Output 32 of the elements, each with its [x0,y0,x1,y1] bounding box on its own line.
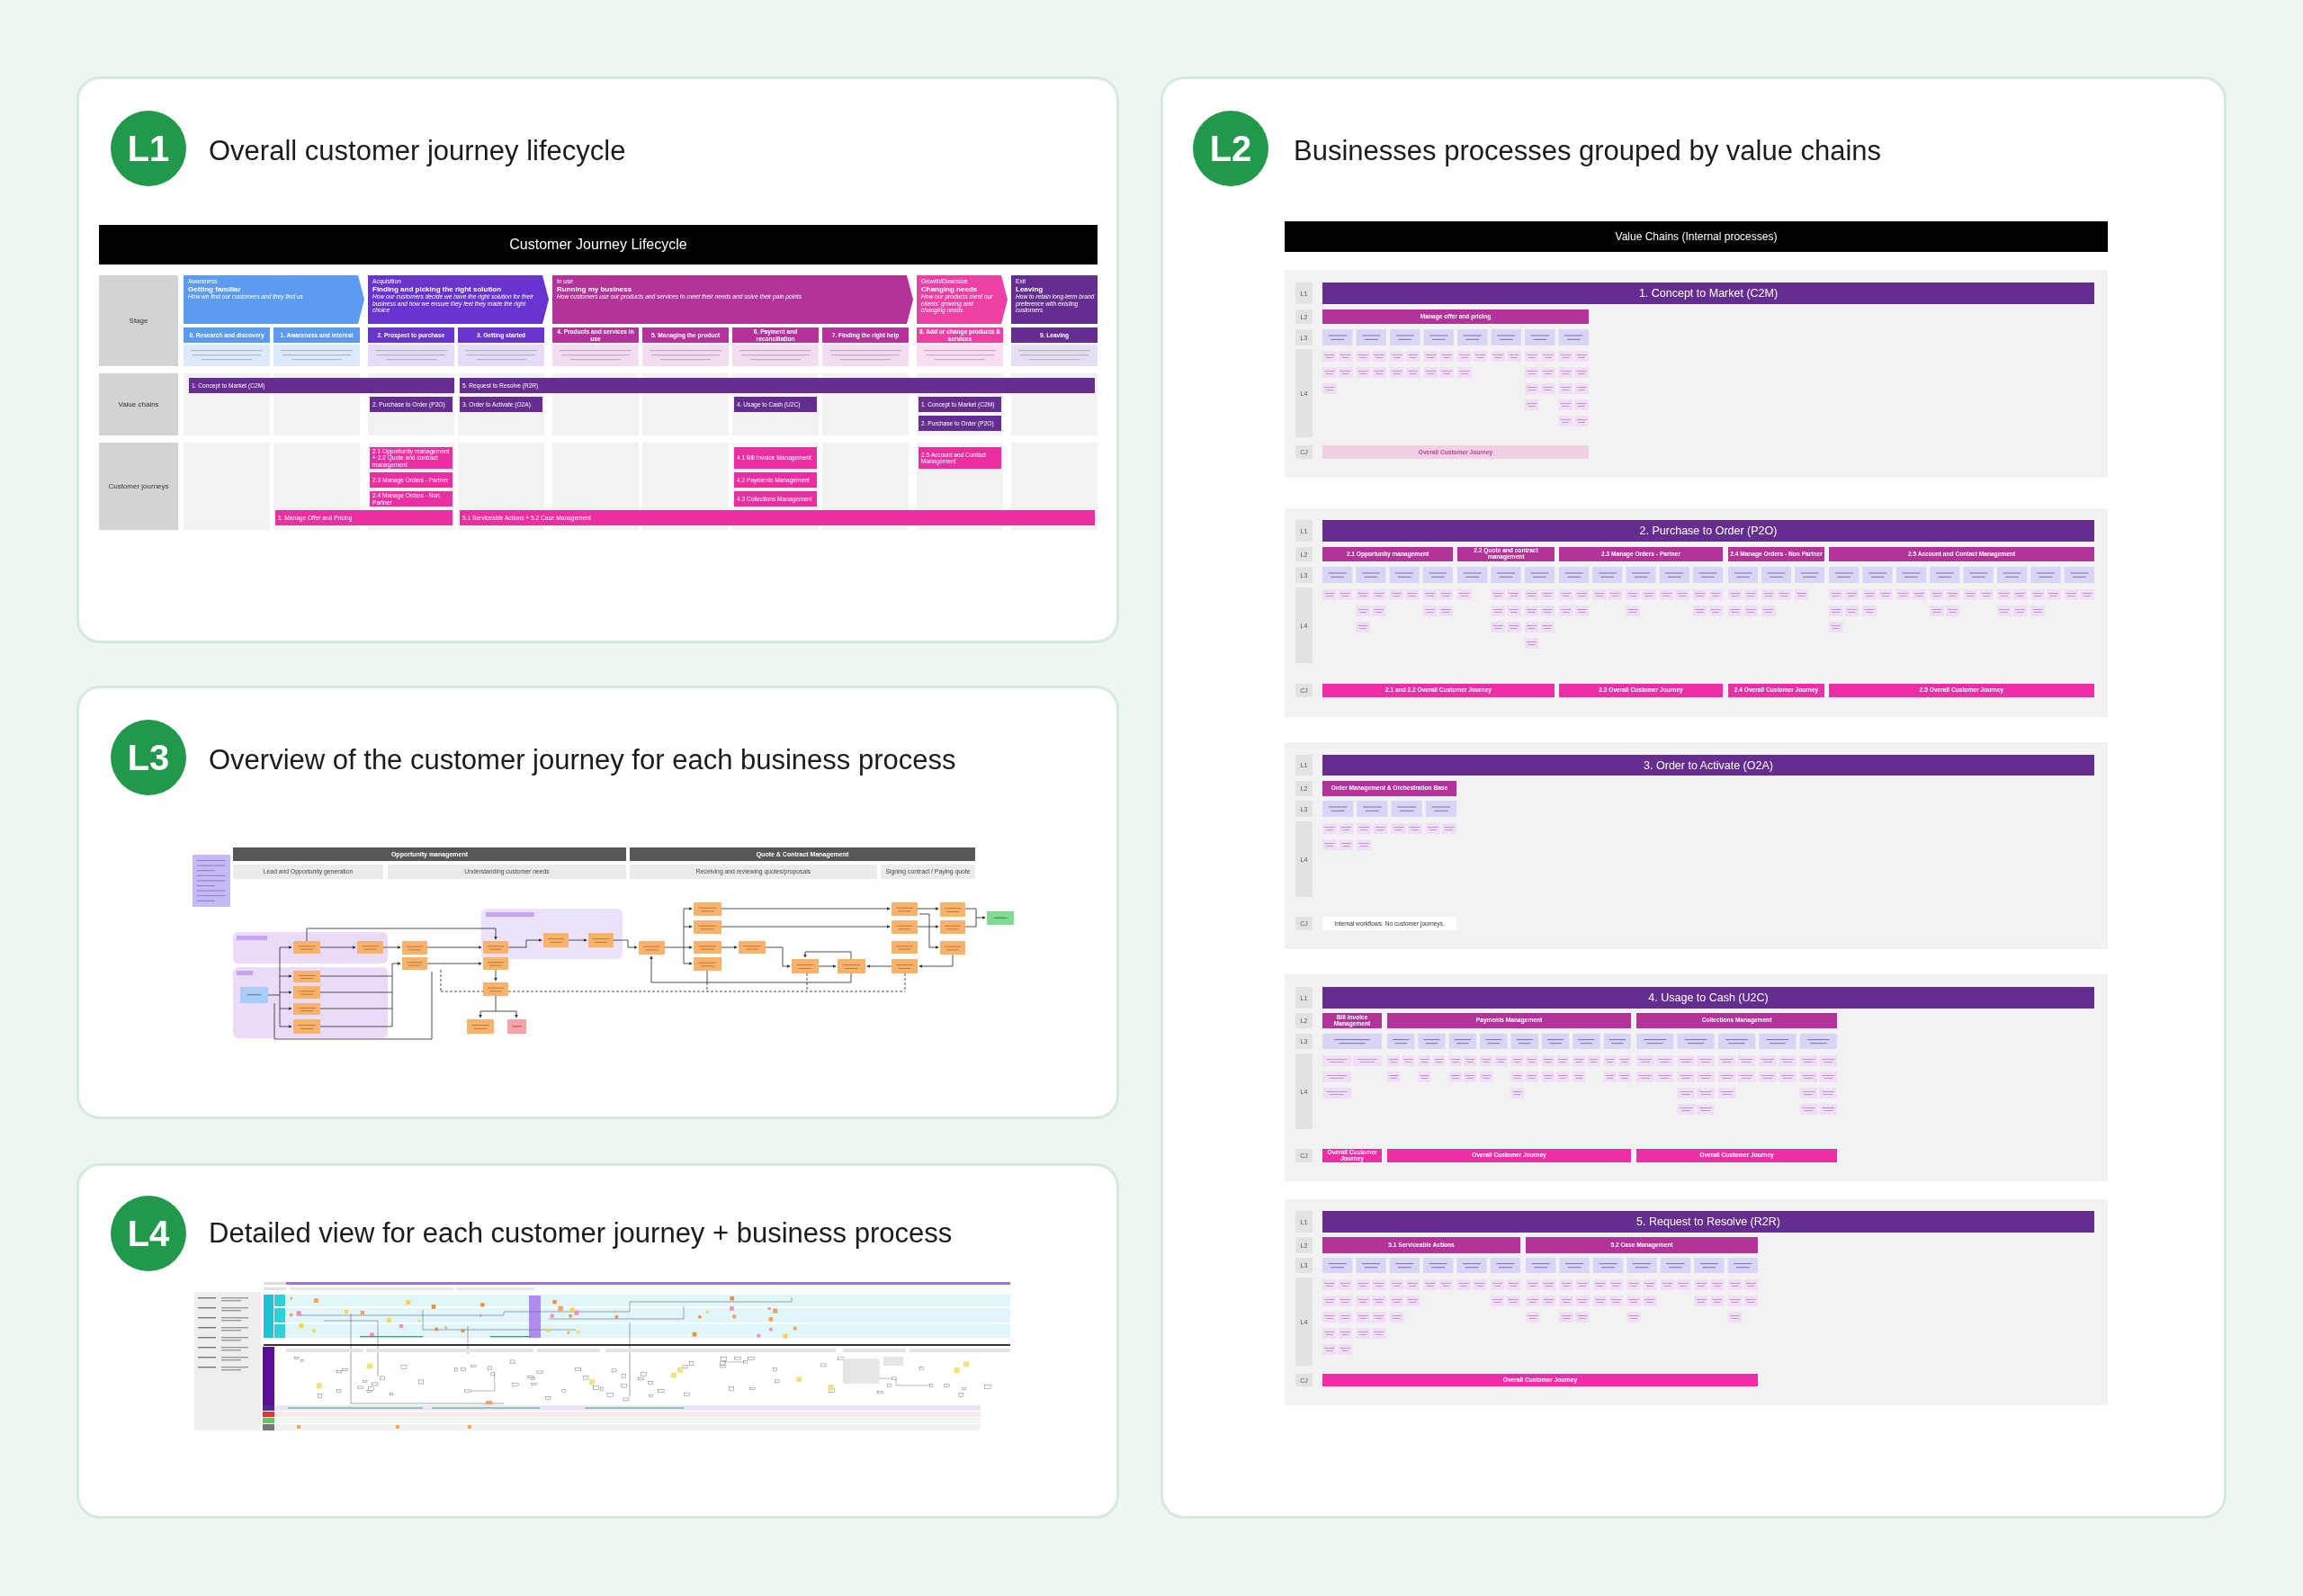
level-badge: L1 [111,111,186,186]
stage-banner [917,275,1008,324]
value-chain-header: 5. Request to Resolve (R2R) [1322,1211,2094,1233]
row-header: Customer journeys [99,443,178,530]
stage-title: Changing needs [921,284,978,294]
level-badge: L4 [111,1196,186,1271]
stage-title: Running my business [557,284,632,294]
panel-heading: Businesses processes grouped by value chains [1294,134,1882,168]
value-chain-header: 2. Purchase to Order (P2O) [1322,520,2094,542]
value-chain-header: 1. Concept to Market (C2M) [1322,282,2094,304]
title-bar: Value Chains (Internal processes) [1285,221,2108,252]
stage-banner [184,275,364,324]
stage-banner [1011,275,1098,324]
level-badge: L2 [1193,111,1268,186]
panel-heading: Overall customer journey lifecycle [209,134,626,168]
title-bar: Customer Journey Lifecycle [99,225,1098,265]
panel-heading: Detailed view for each customer journey + business process [209,1216,953,1251]
stage-title: Leaving [1016,284,1044,294]
panel-heading: Overview of the customer journey for each business process [209,743,956,777]
panel-card [76,76,1119,643]
stage-title: Finding and picking the right solution [372,284,502,294]
stage-title: Getting familiar [188,284,241,294]
stage-banner [552,275,913,324]
panel-card [76,1163,1119,1519]
value-chain-header: 3. Order to Activate (O2A) [1322,755,2094,776]
row-header: Stage [99,275,178,366]
panel-card [76,686,1119,1119]
row-header: Value chains [99,373,178,435]
panel-card [1160,76,2227,1519]
level-badge: L3 [111,720,186,795]
stage-banner [368,275,549,324]
value-chain-header: 4. Usage to Cash (U2C) [1322,987,2094,1009]
